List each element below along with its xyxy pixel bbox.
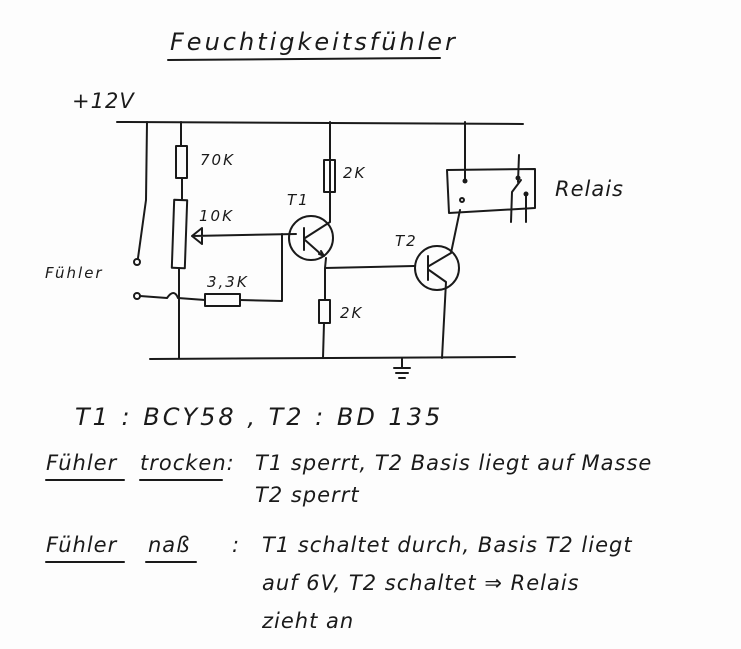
- resistor-3k3-label: 3,3K: [207, 273, 249, 291]
- ground-icon: [393, 357, 411, 379]
- potentiometer-label: 10K: [199, 207, 234, 225]
- wiper-arrow: [191, 227, 297, 245]
- dry-line-1: T1 sperrt, T2 Basis liegt auf Masse: [255, 451, 652, 475]
- transistor-t1: [288, 215, 334, 261]
- relay-contact-dot: [523, 191, 529, 197]
- relay-contact: [510, 154, 527, 223]
- ground-rail: [149, 356, 516, 360]
- relay-box: [446, 168, 536, 214]
- title: Feuchtigkeitsfühler: [170, 28, 458, 56]
- resistor-3k3: [204, 293, 241, 307]
- resistor-70k-label: 70K: [200, 151, 235, 169]
- resistor-2k-collector: [323, 159, 336, 193]
- colon: :: [232, 533, 240, 557]
- resistor-70k: [175, 145, 188, 179]
- wet-sensor-label: Fühler: [46, 533, 118, 557]
- dry-line-2: T2 sperrt: [255, 483, 360, 507]
- relay-coil-pin-2: [459, 197, 465, 203]
- parts-line: T1 : BCY58 , T2 : BD 135: [75, 403, 443, 431]
- dry-state-label: trocken:: [140, 451, 235, 475]
- supply-label: +12V: [72, 89, 135, 113]
- relay-label: Relais: [555, 177, 624, 201]
- t1-label: T1: [287, 191, 310, 209]
- resistor-2k-emitter-label: 2K: [340, 304, 363, 322]
- supply-rail: [116, 121, 524, 125]
- transistor-t2: [414, 245, 460, 291]
- relay-coil-pin-1: [462, 178, 468, 184]
- relay-contact-dot: [515, 175, 521, 181]
- potentiometer-10k: [170, 198, 189, 270]
- title-underline: [167, 57, 441, 61]
- dry-sensor-label: Fühler: [46, 451, 118, 475]
- wet-line-3: zieht an: [261, 609, 354, 633]
- divider-wire: [178, 121, 183, 359]
- t1-emitter-wire: [322, 257, 415, 359]
- feedback-wire: [139, 233, 283, 302]
- sensor-label: Fühler: [45, 264, 104, 282]
- wet-line-1: T1 schaltet durch, Basis T2 liegt: [262, 533, 633, 557]
- wet-line-2: auf 6V, T2 schaltet ⇒ Relais: [262, 571, 580, 595]
- wet-state-label: naß: [148, 533, 190, 557]
- sensor-wire-top: [137, 121, 148, 259]
- resistor-2k-emitter: [318, 299, 331, 324]
- resistor-2k-collector-label: 2K: [343, 164, 366, 182]
- t1-leads: [303, 121, 331, 257]
- t2-leads: [427, 209, 461, 359]
- sensor-terminal-1: [133, 258, 141, 266]
- t2-label: T2: [395, 232, 418, 250]
